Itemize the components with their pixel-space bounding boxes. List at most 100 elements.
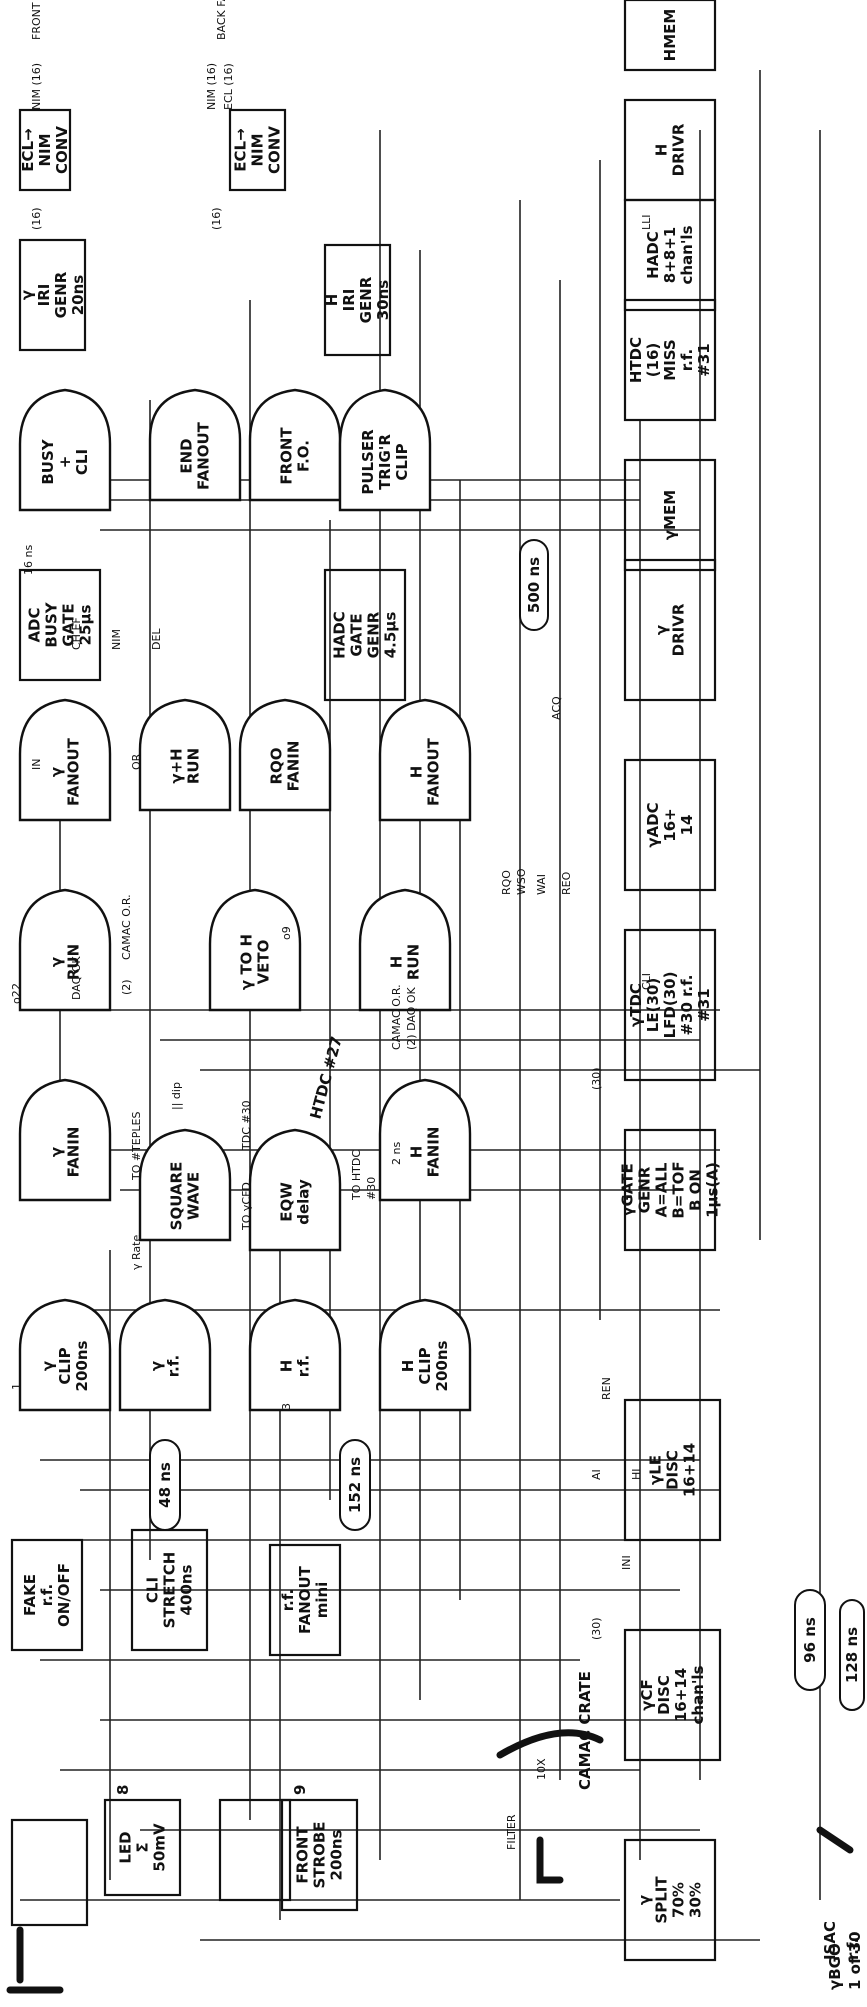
nim-b-label: NIM (16) (205, 63, 218, 110)
tdc30-label: TDC #30 (240, 1100, 253, 1151)
h-drivr-label-line: H (653, 144, 671, 157)
ecl-nim-2-box (228, 108, 287, 192)
fake-rf-label-line: FAKE (21, 1574, 39, 1616)
led-box (103, 1798, 182, 1897)
hadc-label-line: chan'ls (678, 225, 696, 284)
camac-crate-label: CAMAC CRATE (576, 1671, 594, 1790)
h-iri-label-line: 30ns (374, 280, 392, 321)
g-clip-label-line: γ (39, 1361, 57, 1371)
g-drivr-label-line: γ (653, 625, 671, 635)
htdc-label-line: #31 (695, 343, 713, 376)
adc-busy-label-line: 25μs (77, 605, 95, 646)
g-mem-box (623, 458, 717, 572)
nim16b-label: (16) (210, 207, 223, 230)
free-labels: CAMAC CRATE γBGO 1 of 30 ISAC r.f. γ Rat… (10, 0, 864, 1990)
nim-a-label: NIM (16) (30, 63, 43, 110)
h-fanin-gate (378, 1078, 472, 1202)
reo-label: REO (560, 871, 573, 895)
front-fo-label-line: FRONT (278, 427, 296, 485)
tdc-le-label-line: LE(30) (644, 978, 662, 1032)
rate-label: γ Rate (130, 1235, 143, 1270)
front-fo-gate (248, 388, 342, 502)
to-teples-label: TO #TEPLES (130, 1112, 143, 1181)
hadc-gate-label-line: 4.5μs (382, 612, 400, 659)
busy-cli-gate (18, 388, 112, 512)
isac-label: ISAC (821, 1921, 839, 1960)
daq-ok-label: DAQ OK (70, 956, 83, 1000)
hmem-box (623, 0, 717, 72)
le-disc-label-line: 16+14 (681, 1443, 699, 1497)
d96-cable (794, 1589, 826, 1691)
g-adc-label-line: γADC (644, 802, 662, 847)
h-rf-gate (248, 1298, 342, 1412)
h-iri-label-line: H (323, 294, 341, 307)
front-fan-label: FRONT FAN (30, 0, 43, 40)
ini-label: INI (620, 1555, 633, 1570)
d500-cable (519, 539, 549, 631)
h-clip-label-line: H (399, 1360, 417, 1373)
gate-genr-label-line: B ON (687, 1169, 705, 1211)
square-wave-label-line: WAVE (185, 1172, 203, 1220)
rf-fanout-box (268, 1543, 342, 1657)
busy-cli-label: BUSY+CLI (39, 438, 91, 484)
lli-label: LLI (640, 214, 653, 230)
amp-label: 10X (535, 1758, 548, 1780)
adc-busy-label-line: BUSY (43, 601, 61, 647)
or-label: OR (130, 753, 143, 770)
to-htdc-label: TO HTDC (350, 1150, 363, 1201)
n3-label: 3 (280, 1403, 293, 1410)
split-label-line: SPLIT (653, 1876, 671, 1924)
del-label: DEL (150, 628, 163, 650)
empty-box-1 (10, 1818, 89, 1927)
g-iri-label-line: IRI (35, 284, 53, 307)
square-wave-gate (138, 1128, 232, 1242)
g-iri-label-line: 20ns (69, 275, 87, 316)
ecl-nim-1-label-line: NIM (36, 133, 54, 166)
d48-label: 48 ns (156, 1462, 174, 1508)
split-label-line: 70% (670, 1882, 688, 1918)
end-fanout-label-line: END (178, 438, 196, 473)
led-label-line: LED (117, 1831, 135, 1863)
g-fanout-label-line: FANOUT (65, 737, 83, 806)
busy-cli-label-line: + (56, 456, 74, 469)
rqo-label: RQO (500, 870, 513, 895)
nim16a-label: (16) (30, 207, 43, 230)
gate-genr-box (623, 1128, 717, 1252)
rqo-fanin-label-line: RQO (268, 747, 286, 784)
h-run-gate (358, 888, 452, 1012)
daq-ok-2-label: (2) DAQ OK (405, 987, 418, 1050)
clip2-label: o2 (10, 990, 23, 1004)
ecl-nim-2-label-line: NIM (249, 133, 267, 166)
h-drivr-label-line: DRIVR (670, 123, 688, 176)
front-fo-label-line: F.O. (295, 440, 313, 472)
ecl-nim-1-label-line: ECL→ (19, 128, 37, 171)
hadc-gate-label-line: HADC (331, 611, 349, 659)
ch-ef-label: CH EF (70, 617, 83, 650)
g-run-label-line: γ (48, 957, 66, 967)
cf-disc-box (623, 1628, 722, 1762)
tdc-le-label-line: LFD(30) (661, 972, 679, 1039)
square-wave-label-line: SQUARE (168, 1162, 186, 1231)
end-fanout-gate (148, 388, 242, 502)
eqw-delay-label-line: delay (295, 1179, 313, 1225)
